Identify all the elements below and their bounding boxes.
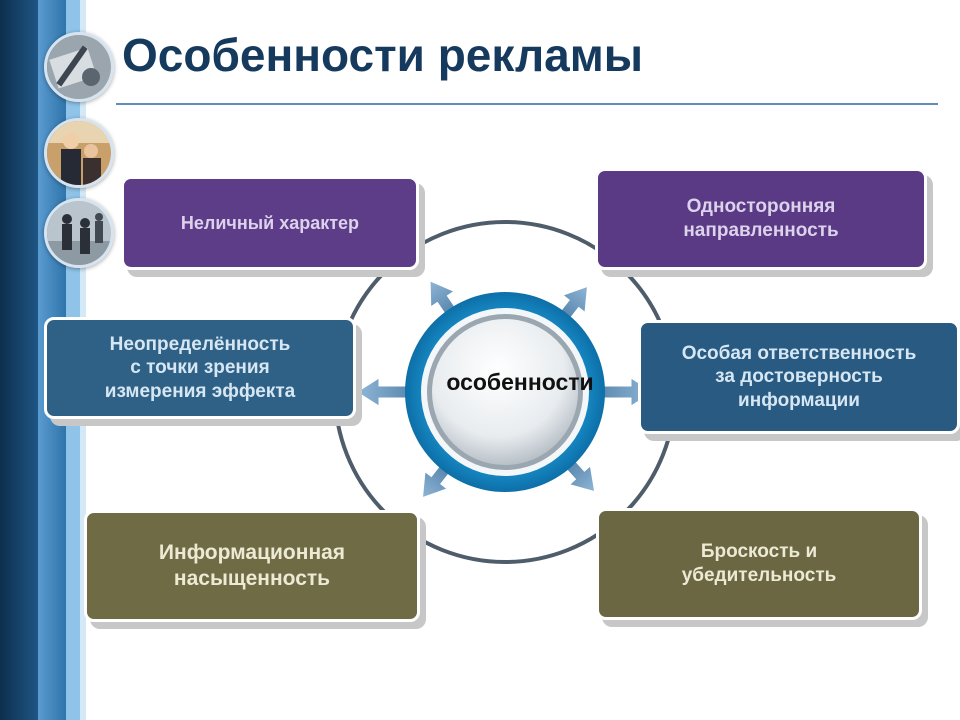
feature-box-catchiness: Броскость и убедительность [596, 508, 922, 620]
center-label: особенности [446, 369, 594, 395]
feature-label-one-sided: Односторонняя направленность [683, 196, 839, 241]
feature-box-uncertainty: Неопределённость с точки зрения измерени… [44, 317, 356, 419]
feature-label-info-richness: Информационная насыщенность [158, 540, 346, 590]
hub-center [432, 319, 578, 465]
feature-box-info-richness: Информационная насыщенность [84, 510, 420, 622]
feature-label-catchiness: Броскость и убедительность [681, 541, 837, 586]
feature-label-impersonal: Неличный характер [180, 212, 360, 233]
office-supplies-photo [44, 32, 114, 102]
feature-box-responsibility: Особая ответственность за достоверность … [638, 320, 960, 434]
side-stripe-outer [0, 0, 38, 720]
feature-box-impersonal: Неличный характер [121, 176, 419, 270]
business-people-photo [44, 118, 114, 188]
feature-label-uncertainty: Неопределённость с точки зрения измерени… [104, 333, 296, 402]
slide-title: Особенности рекламы [122, 29, 644, 81]
feature-box-one-sided: Односторонняя направленность [595, 168, 927, 270]
title-underline [116, 103, 938, 105]
feature-label-responsibility: Особая ответственность за достоверность … [681, 342, 917, 411]
